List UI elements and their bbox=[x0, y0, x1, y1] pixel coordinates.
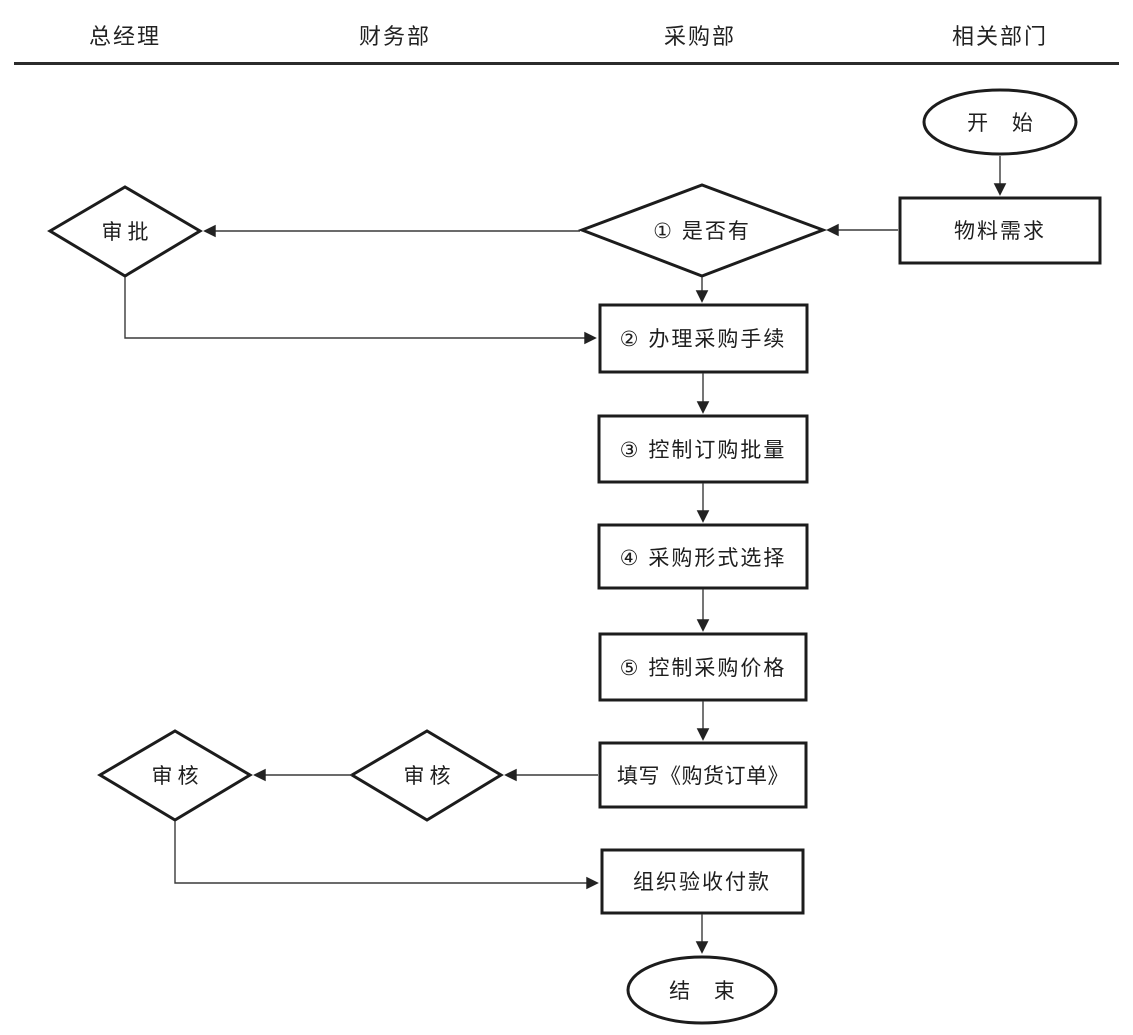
acceptance-payment-label: 组织验收付款 bbox=[633, 871, 771, 894]
header-divider-line bbox=[14, 62, 1119, 65]
approval-diamond-shape bbox=[47, 185, 203, 278]
decision-has-label: ① 是否有 bbox=[653, 220, 751, 243]
connector-review-gm-to-acceptance bbox=[174, 821, 599, 890]
lane-header-related-dept: 相关部门 bbox=[951, 24, 1049, 49]
fill-order-shape bbox=[598, 741, 808, 809]
step2-label: ② 办理采购手续 bbox=[619, 328, 787, 351]
review-gm-diamond-shape bbox=[97, 729, 253, 822]
end-node-shape bbox=[626, 955, 778, 1025]
step3-shape bbox=[597, 414, 809, 484]
acceptance-payment-shape bbox=[600, 848, 805, 915]
start-node-label: 开 始 bbox=[967, 112, 1042, 135]
connector-approval-to-step2 bbox=[124, 277, 597, 345]
decision-has-diamond-shape bbox=[577, 183, 828, 278]
fill-order-label: 填写《购货订单》 bbox=[617, 765, 789, 788]
step4-shape bbox=[597, 523, 809, 590]
end-node-label: 结 束 bbox=[669, 980, 744, 1003]
start-node-shape bbox=[922, 88, 1078, 156]
review-finance-diamond-shape bbox=[349, 729, 504, 822]
lane-header-purchasing-dept: 采购部 bbox=[663, 24, 737, 49]
step5-label: ⑤ 控制采购价格 bbox=[619, 657, 787, 680]
review-finance-diamond-label: 审核 bbox=[403, 765, 456, 788]
step2-shape bbox=[598, 303, 809, 374]
review-gm-diamond-label: 审核 bbox=[151, 765, 204, 788]
step3-label: ③ 控制订购批量 bbox=[619, 439, 787, 462]
material-demand-shape bbox=[898, 196, 1102, 265]
step5-shape bbox=[598, 632, 808, 702]
lane-header-general-manager: 总经理 bbox=[88, 24, 162, 49]
material-demand-label: 物料需求 bbox=[954, 220, 1046, 243]
approval-diamond-label: 审批 bbox=[101, 221, 154, 244]
step4-label: ④ 采购形式选择 bbox=[619, 547, 787, 570]
lane-header-finance-dept: 财务部 bbox=[358, 24, 432, 49]
